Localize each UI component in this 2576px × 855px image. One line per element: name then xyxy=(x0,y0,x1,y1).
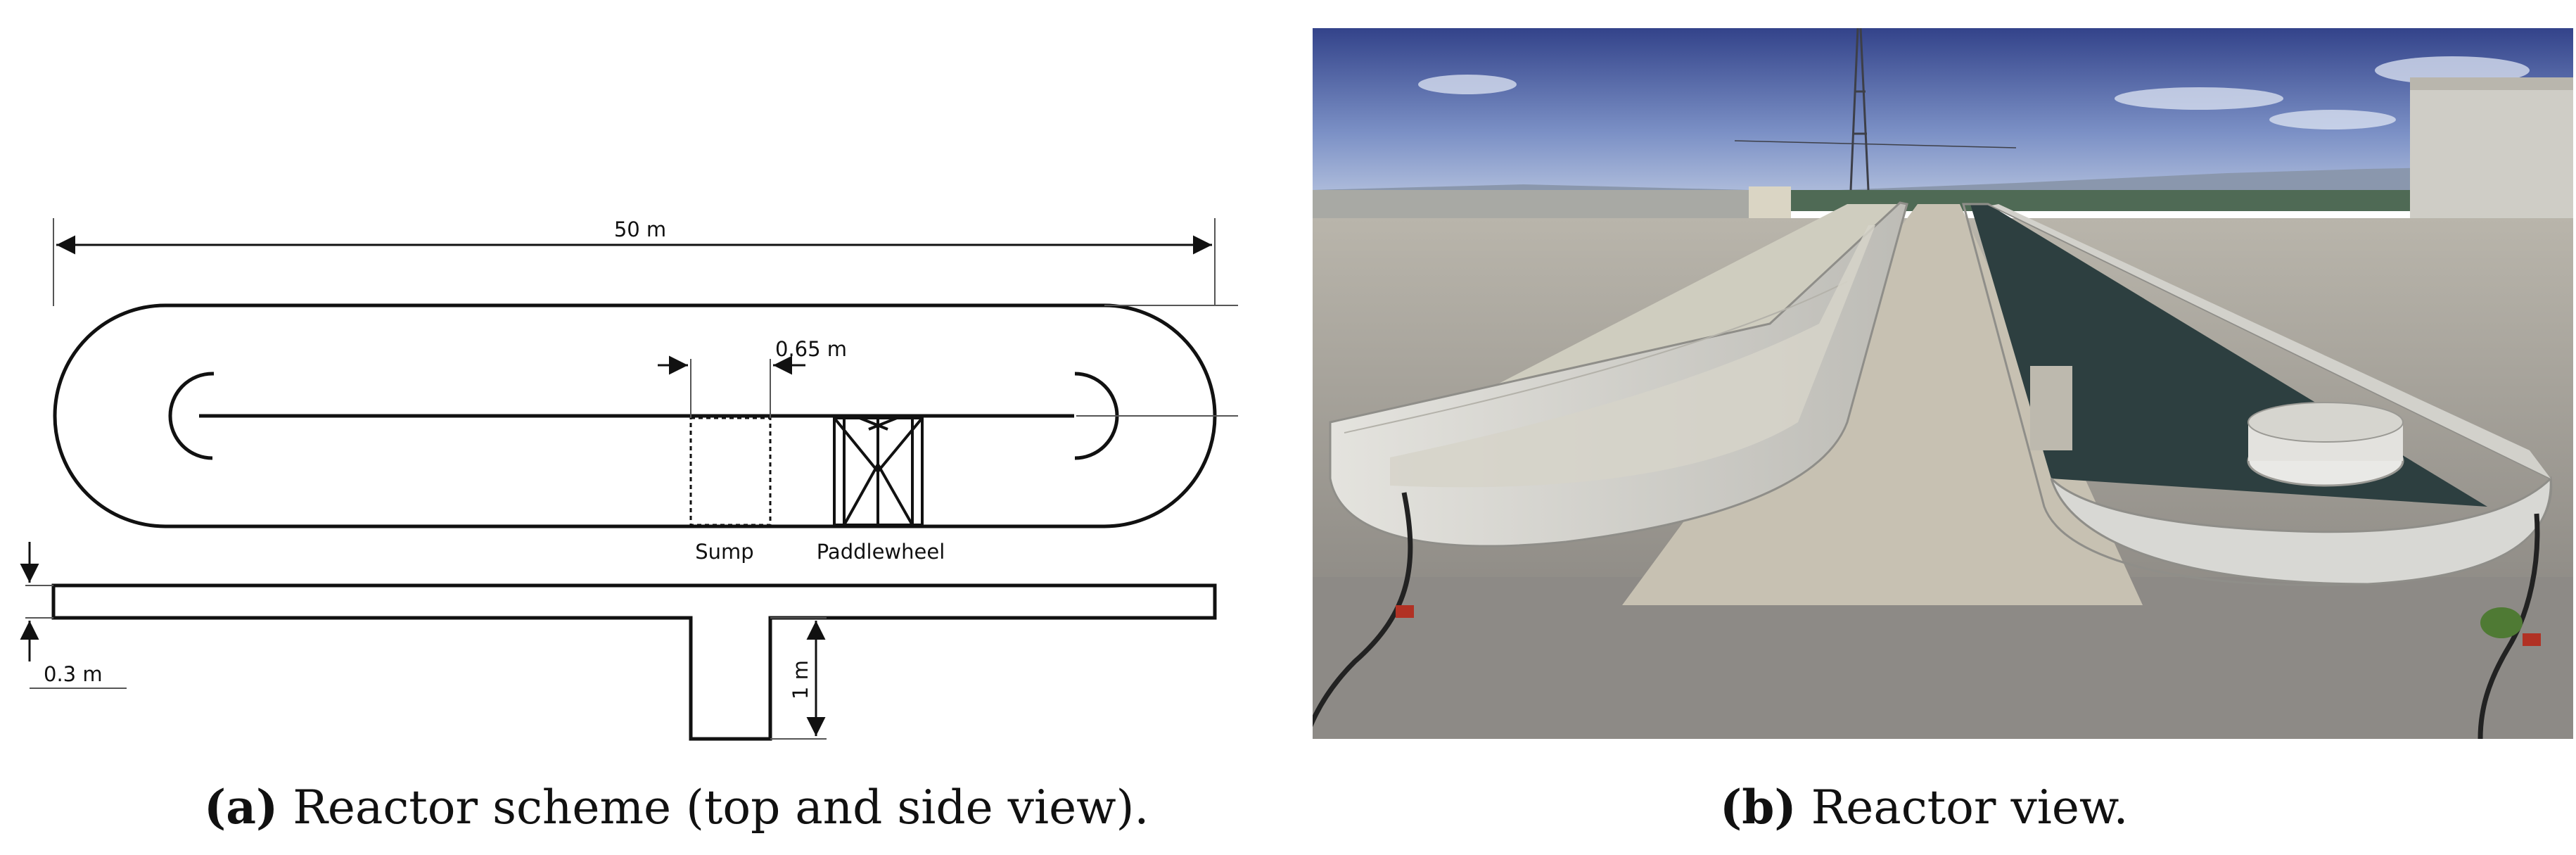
control-box xyxy=(2030,366,2072,450)
caption-a: (a) Reactor scheme (top and side view). xyxy=(204,780,1149,835)
left-raceway-inner xyxy=(1390,225,1875,488)
hut xyxy=(1749,186,1791,222)
left-deflector xyxy=(168,372,213,460)
building-right xyxy=(2410,77,2573,239)
central-walkway xyxy=(1622,204,2143,605)
sump-box xyxy=(689,417,772,526)
sump-label: Sump xyxy=(695,540,753,564)
caption-a-tag: (a) xyxy=(204,780,279,835)
sump-depth-label: 1 m xyxy=(789,660,812,699)
paddlewheel-label: Paddlewheel xyxy=(817,540,945,564)
sump-width-label: 0.65 m xyxy=(775,337,847,361)
caption-b-tag: (b) xyxy=(1720,780,1797,835)
depth-label: 0.3 m xyxy=(44,662,103,686)
left-hose xyxy=(1313,492,1413,728)
reactor-photo xyxy=(1313,28,2573,739)
caption-b-text: Reactor view. xyxy=(1811,780,2129,835)
reactor-scheme-diagram: 50 m 1 m 0.65 m Sump Paddlewheel xyxy=(20,217,1238,741)
caption-a-text: Reactor scheme (top and side view). xyxy=(293,780,1149,835)
right-raceway-outer-wall xyxy=(2050,476,2552,585)
weed xyxy=(2480,607,2523,638)
caption-b: (b) Reactor view. xyxy=(1720,780,2129,835)
power-pylon xyxy=(1734,28,2017,191)
side-view-outline xyxy=(51,583,1217,741)
right-hose xyxy=(2478,513,2540,739)
length-label: 50 m xyxy=(614,217,666,241)
raceway-outline xyxy=(53,303,1217,528)
paddlewheel-symbol xyxy=(833,417,924,526)
